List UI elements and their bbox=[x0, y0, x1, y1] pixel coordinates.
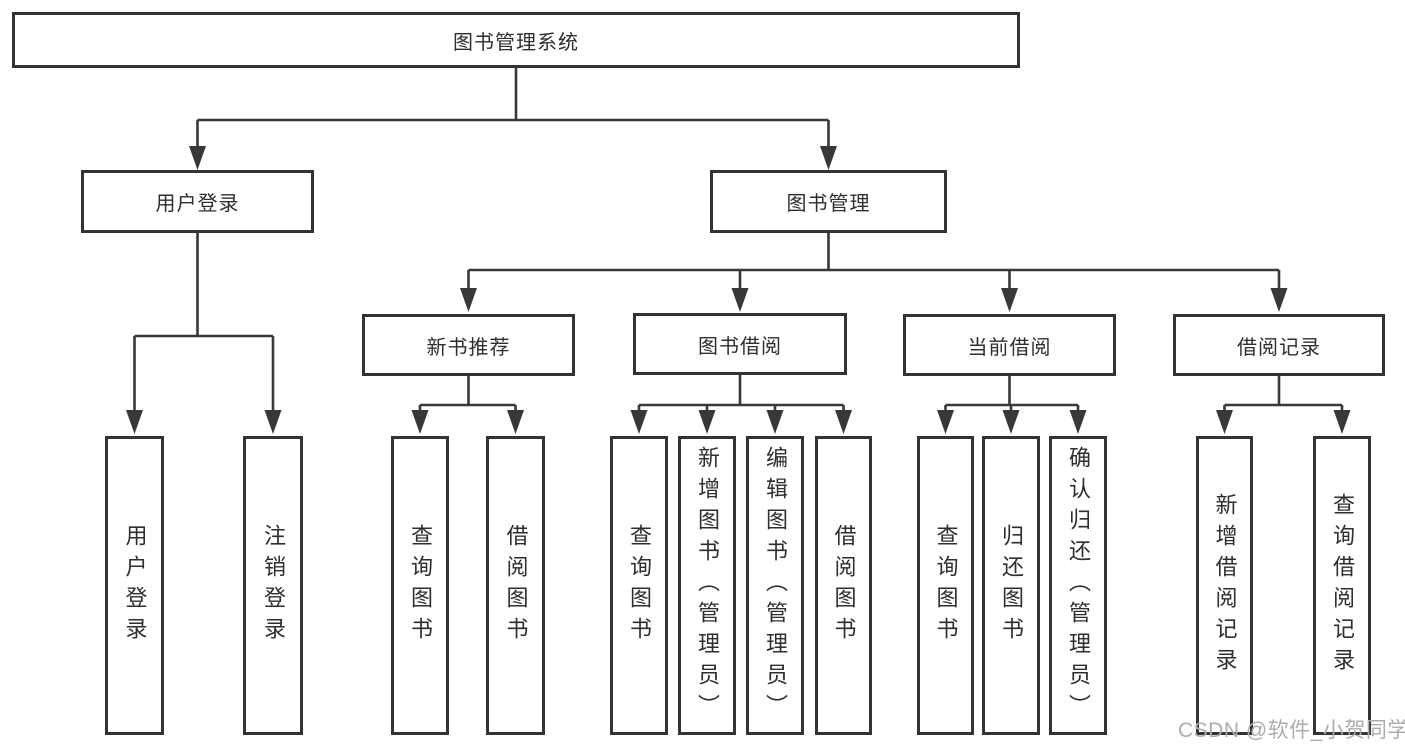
leaf-borrow-books: 借阅图书 bbox=[815, 436, 872, 735]
leaf-edit-book-admin: 编辑图书（管理员） bbox=[746, 436, 804, 735]
node-borrow-records: 借阅记录 bbox=[1173, 314, 1385, 376]
leaf-query-books-current: 查询图书 bbox=[917, 436, 974, 735]
leaf-add-book-admin: 新增图书（管理员） bbox=[678, 436, 736, 735]
node-book-borrow: 图书借阅 bbox=[633, 313, 847, 375]
node-root-system: 图书管理系统 bbox=[12, 12, 1020, 68]
leaf-return-book: 归还图书 bbox=[982, 436, 1040, 735]
leaf-query-books-borrow: 查询图书 bbox=[610, 436, 668, 735]
watermark: CSDN @软件_小贺同学 bbox=[1178, 719, 1405, 742]
leaf-logout: 注销登录 bbox=[243, 436, 303, 735]
node-new-book-recommend: 新书推荐 bbox=[362, 314, 575, 376]
leaf-query-borrow-record: 查询借阅记录 bbox=[1313, 436, 1371, 735]
node-user-login: 用户登录 bbox=[81, 170, 314, 233]
leaf-query-books-recommend: 查询图书 bbox=[391, 436, 449, 735]
leaf-user-login: 用户登录 bbox=[105, 436, 164, 735]
leaf-borrow-books-recommend: 借阅图书 bbox=[486, 436, 545, 735]
node-book-management: 图书管理 bbox=[710, 170, 947, 233]
leaf-confirm-return-admin: 确认归还（管理员） bbox=[1049, 436, 1107, 735]
leaf-add-borrow-record: 新增借阅记录 bbox=[1196, 436, 1253, 735]
arrowhead-icons bbox=[126, 146, 1351, 434]
node-current-borrow: 当前借阅 bbox=[903, 314, 1116, 376]
